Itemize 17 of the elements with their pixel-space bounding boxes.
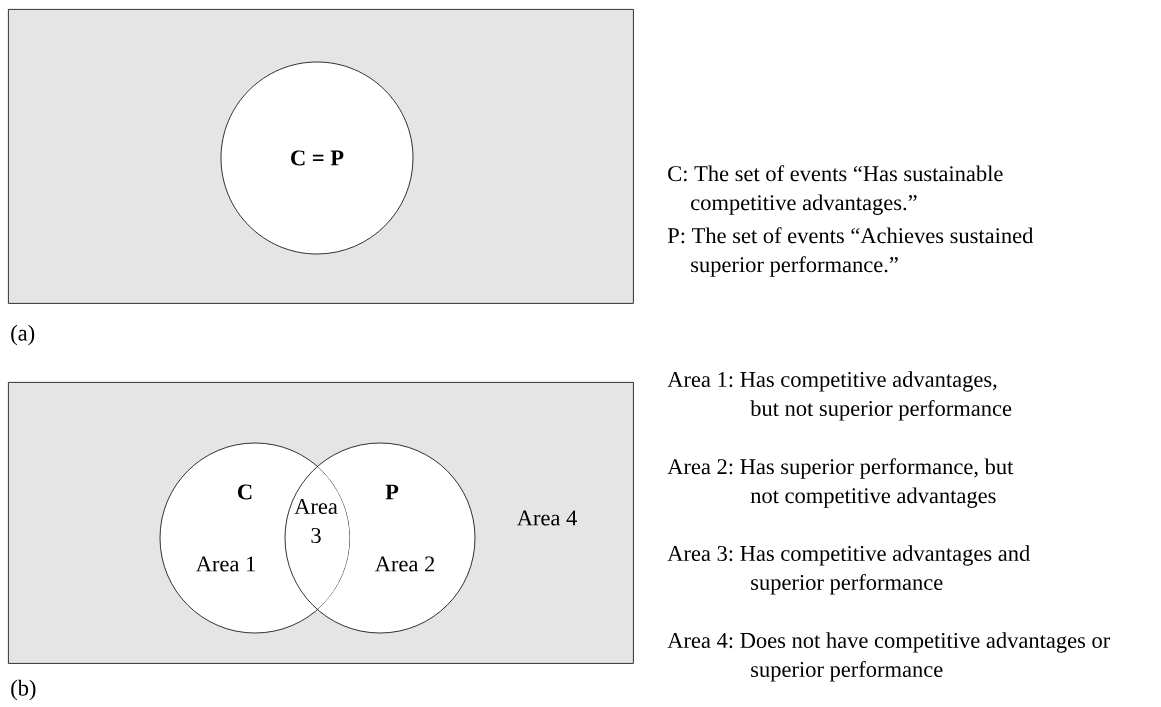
- set-letter: C: [238, 484, 252, 500]
- panel-tag: (b): [11, 679, 36, 701]
- set-circle: [159, 442, 351, 634]
- area-label: Area 4: [516, 510, 577, 526]
- set-letter: P: [385, 484, 399, 500]
- panel-tag: (a): [11, 324, 35, 346]
- definition-text: Area 3: Has competitive advantages and superior performance: [667, 545, 1030, 595]
- set-circle: [220, 61, 414, 255]
- definition-text: P: The set of events “Achieves sustained superior performance.”: [667, 227, 1034, 277]
- definition-text: C: The set of events “Has sustainable competitive advantages.”: [668, 165, 1003, 215]
- area-label: Area 1: [195, 556, 255, 572]
- area-label: Area 3: [294, 498, 338, 544]
- definition-text: Area 4: Does not have competitive advantages or superior performance: [667, 632, 1111, 682]
- definition-text: Area 1: Has competitive advantages, but not superior performance: [667, 371, 1012, 421]
- set-letter: C = P: [291, 150, 344, 166]
- area-label: Area 2: [374, 556, 435, 572]
- definition-text: Area 2: Has superior performance, but not competitive advantages: [667, 458, 1014, 508]
